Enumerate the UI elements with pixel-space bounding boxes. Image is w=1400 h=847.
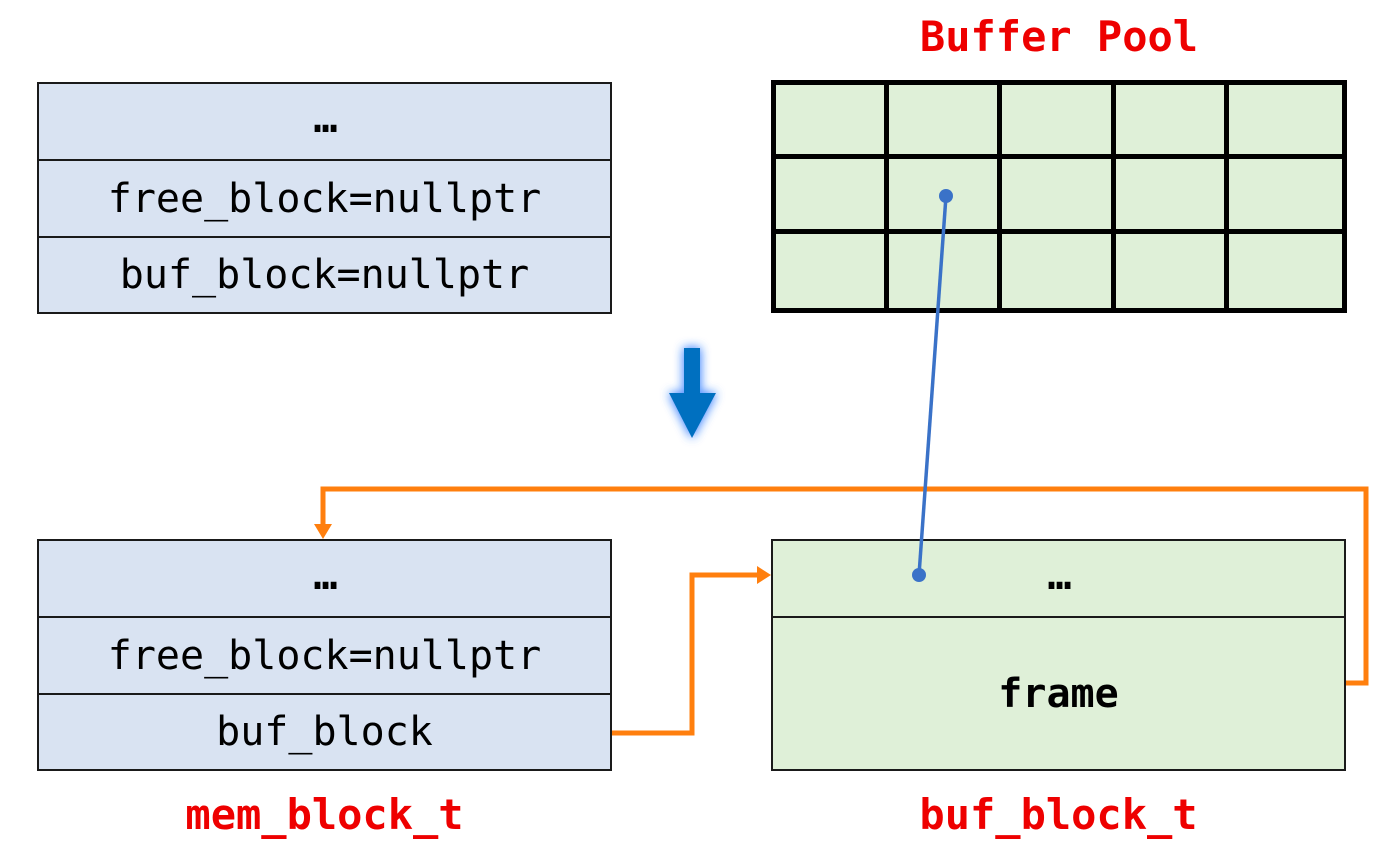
buffer-pool-cell (1228, 85, 1342, 160)
buffer-pool-cell (1115, 85, 1229, 160)
buffer-pool-cell (889, 233, 1003, 308)
buf-block-title: buf_block_t (919, 790, 1198, 839)
buffer-pool-cell (1228, 159, 1342, 234)
before-field-buf-block: buf_block=nullptr (119, 252, 530, 298)
before-field-ellipsis: … (39, 84, 610, 161)
buf-block-struct: … frame (771, 539, 1346, 771)
buf-block-field-frame: frame (998, 670, 1119, 717)
mem-block-field-ellipsis: … (39, 541, 610, 618)
buffer-pool-cell (1002, 159, 1116, 234)
before-mem-block: … free_block=nullptr buf_block=nullptr (37, 82, 612, 314)
mem-block-title: mem_block_t (185, 790, 464, 839)
buffer-pool-title: Buffer Pool (919, 12, 1199, 61)
buffer-pool-cell (1116, 233, 1229, 308)
before-field-free-block: free_block=nullptr (39, 161, 610, 238)
buffer-pool-cell (1229, 234, 1342, 308)
buffer-pool-cell (1002, 85, 1116, 160)
buffer-pool-cell (889, 85, 1003, 160)
buffer-pool-cell (776, 159, 890, 234)
buffer-pool-cell (1115, 159, 1229, 234)
down-arrow-icon (669, 348, 716, 438)
pointer-buf-block-to-buf-block-t (612, 566, 771, 736)
buffer-pool-cell (776, 85, 890, 160)
mem-block-struct: … free_block=nullptr buf_block (37, 539, 612, 771)
buf-block-field-ellipsis: … (773, 541, 1344, 618)
buffer-pool-grid (771, 80, 1347, 313)
mem-block-field-buf-block: buf_block (216, 709, 433, 755)
mem-block-field-free-block: free_block=nullptr (39, 618, 610, 695)
buffer-pool-cell (1002, 233, 1116, 308)
buffer-pool-cell (776, 233, 890, 308)
buffer-pool-cell (889, 159, 1003, 234)
